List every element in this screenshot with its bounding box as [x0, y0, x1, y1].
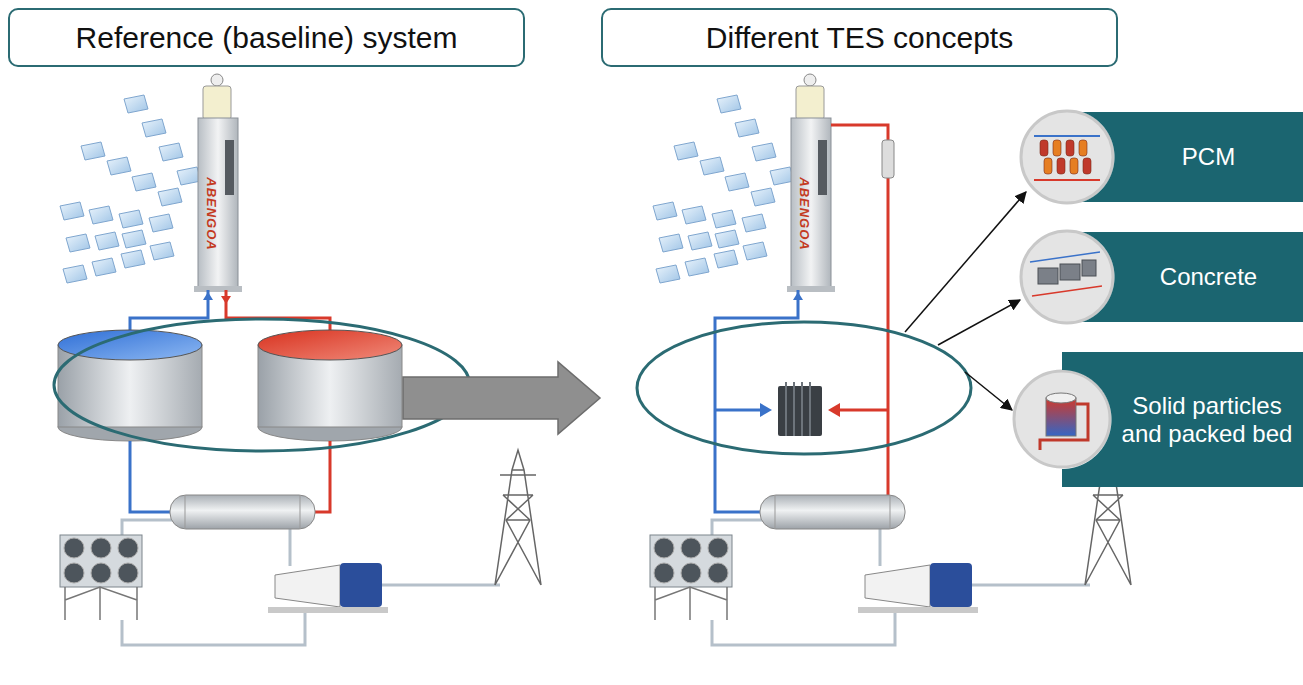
tower-logo: ABENGOA: [797, 177, 812, 250]
heading-text: Different TES concepts: [706, 21, 1013, 55]
baseline-plant: [54, 74, 541, 645]
concept-label: Concrete: [1160, 263, 1257, 291]
concept-band: Concrete: [1067, 232, 1303, 322]
concept-band: PCM: [1067, 112, 1303, 202]
heading-box: Different TES concepts: [601, 8, 1118, 67]
tower-logo: ABENGOA: [204, 177, 219, 250]
heading-box: Reference (baseline) system: [8, 8, 525, 67]
heading-text: Reference (baseline) system: [76, 21, 458, 55]
concept-band: Solid particles and packed bed: [1062, 352, 1303, 487]
transition-arrow: [403, 362, 600, 434]
concept-label: PCM: [1182, 143, 1235, 171]
tes-plant: [637, 74, 1131, 645]
concept-label: Solid particles and packed bed: [1121, 392, 1293, 447]
